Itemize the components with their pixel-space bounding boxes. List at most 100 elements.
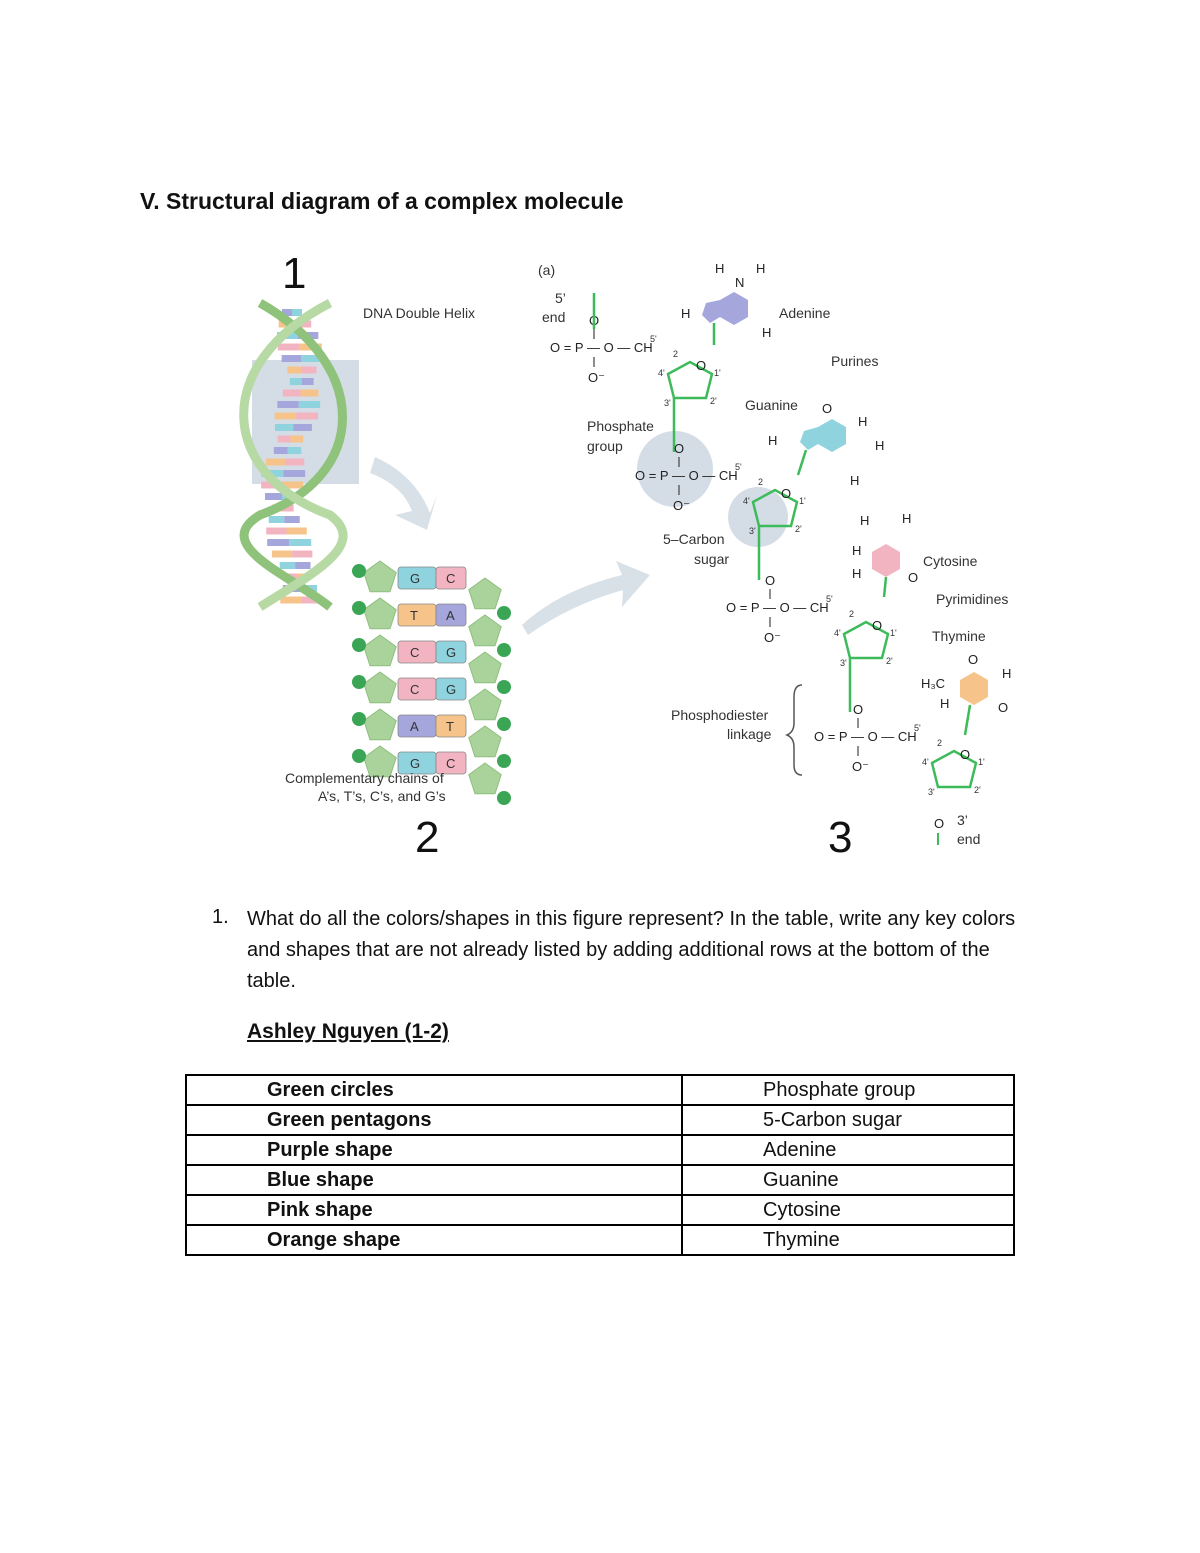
carbon-3-label: 3' bbox=[664, 398, 671, 408]
helix-rung-right bbox=[292, 550, 313, 558]
carbon-sugar-label-1: 5–Carbon bbox=[663, 531, 725, 547]
carbon-4-label: 4' bbox=[743, 496, 750, 506]
helix-rung-left bbox=[274, 424, 294, 431]
helix-rung-right bbox=[301, 355, 322, 362]
phosphate-atom-o-minus: O⁻ bbox=[764, 630, 781, 645]
helix-rung-left bbox=[271, 550, 293, 558]
carbon-3-label: 3' bbox=[840, 658, 847, 668]
sugar-ring bbox=[842, 620, 890, 660]
phosphate-formula: O = P — O — CH bbox=[550, 340, 653, 355]
cytosine-atom-o: O bbox=[908, 570, 918, 585]
shape-cell[interactable]: Purple shape bbox=[185, 1134, 683, 1166]
chains-caption-line-1: Complementary chains of bbox=[285, 770, 444, 786]
sugar-ring-oxygen: O bbox=[696, 358, 706, 373]
helix-rung-left bbox=[280, 596, 302, 604]
phosphate-circle-left bbox=[352, 564, 366, 578]
cytosine-six-ring bbox=[872, 544, 900, 577]
thymine-methyl: H₃C bbox=[921, 676, 945, 691]
shape-cell[interactable]: Green circles bbox=[185, 1074, 683, 1106]
sugar-pentagon-left bbox=[363, 745, 397, 778]
cytosine-atom-h3: H bbox=[852, 543, 861, 558]
table-row: Blue shape Guanine bbox=[185, 1164, 1015, 1196]
table-row: Purple shape Adenine bbox=[185, 1134, 1015, 1166]
helix-rung-right bbox=[282, 481, 304, 489]
meaning-cell[interactable]: 5-Carbon sugar bbox=[681, 1104, 1015, 1136]
guanine-atom-h1: H bbox=[768, 433, 777, 448]
base-letter-left: G bbox=[410, 571, 420, 586]
helix-rung-left bbox=[268, 516, 285, 523]
carbon-1-label: 1' bbox=[799, 496, 806, 506]
base-letter-right: A bbox=[446, 608, 455, 623]
base-letter-right: T bbox=[446, 719, 454, 734]
five-prime-label: 5’ bbox=[555, 290, 566, 306]
base-letter-left: C bbox=[410, 645, 419, 660]
table-row: Orange shape Thymine bbox=[185, 1224, 1015, 1256]
helix-rung-right bbox=[301, 378, 314, 385]
guanine-atom-h3: H bbox=[875, 438, 884, 453]
sugar-pentagon-right bbox=[468, 577, 502, 610]
helix-rung-left bbox=[279, 562, 296, 569]
meaning-cell[interactable]: Guanine bbox=[681, 1164, 1015, 1196]
meaning-cell[interactable]: Phosphate group bbox=[681, 1074, 1015, 1106]
guanine-atom-h4: H bbox=[850, 473, 859, 488]
helix-rung-left bbox=[282, 389, 301, 397]
sugar-pentagon-right bbox=[468, 614, 502, 647]
helix-rung-left bbox=[289, 378, 302, 385]
carbon-5-label: 5' bbox=[735, 462, 742, 472]
meaning-cell[interactable]: Adenine bbox=[681, 1134, 1015, 1166]
meaning-cell[interactable]: Cytosine bbox=[681, 1194, 1015, 1226]
carbon-1-label: 1' bbox=[978, 757, 985, 767]
adenine-five-ring bbox=[702, 300, 720, 323]
helix-rung-left bbox=[277, 401, 299, 408]
shape-cell[interactable]: Blue shape bbox=[185, 1164, 683, 1196]
thymine-label: Thymine bbox=[932, 628, 986, 644]
helix-rung-right bbox=[282, 504, 294, 512]
shape-cell[interactable]: Green pentagons bbox=[185, 1104, 683, 1136]
base-letter-right: G bbox=[446, 682, 456, 697]
shape-cell[interactable]: Orange shape bbox=[185, 1224, 683, 1256]
helix-rung-left bbox=[266, 527, 287, 535]
panel-number-1: 1 bbox=[282, 249, 306, 298]
sugar-pentagon-left bbox=[363, 560, 397, 593]
sugar-ring bbox=[930, 749, 978, 789]
double-helix-label: DNA Double Helix bbox=[363, 305, 475, 321]
phosphate-atom-o-minus: O⁻ bbox=[588, 370, 605, 385]
base-letter-right: G bbox=[446, 645, 456, 660]
helix-strand-a bbox=[239, 299, 347, 611]
thymine-glycosidic-bond bbox=[963, 704, 972, 736]
base-right-block bbox=[435, 751, 467, 775]
shape-cell[interactable]: Pink shape bbox=[185, 1194, 683, 1226]
phosphate-circle-right bbox=[497, 643, 511, 657]
helix-rung-right bbox=[285, 458, 305, 466]
pyrimidines-label: Pyrimidines bbox=[936, 591, 1008, 607]
helix-rung-right bbox=[298, 401, 321, 408]
helix-rung-left bbox=[265, 458, 286, 466]
carbon-5-label: 5' bbox=[914, 723, 921, 733]
sugar-pentagon-right bbox=[468, 688, 502, 721]
guanine-ring: Guanine O H H H H bbox=[745, 397, 884, 488]
guanine-atom-o: O bbox=[822, 401, 832, 416]
cytosine-atom-h1: H bbox=[860, 513, 869, 528]
base-right-block bbox=[435, 566, 467, 590]
meaning-cell[interactable]: Thymine bbox=[681, 1224, 1015, 1256]
carbon-5-label: 5' bbox=[826, 594, 833, 604]
five-prime-end-label: end bbox=[542, 309, 565, 325]
base-letter-left: A bbox=[410, 719, 419, 734]
helix-rung-right bbox=[284, 516, 300, 523]
thymine-atom-o2: O bbox=[998, 700, 1008, 715]
sugar-ring bbox=[751, 488, 799, 528]
adenine-six-ring bbox=[720, 292, 748, 325]
phosphate-circle-right bbox=[497, 680, 511, 694]
guanine-atom-h2: H bbox=[858, 414, 867, 429]
phosphate-highlight-circle bbox=[637, 431, 713, 507]
helix-rung-left bbox=[277, 435, 291, 443]
base-right-block bbox=[435, 640, 467, 664]
panel-1-double-helix: 1 DNA Double Helix bbox=[239, 249, 475, 611]
phosphate-circle-left bbox=[352, 601, 366, 615]
base-right-block bbox=[435, 603, 467, 627]
sugar-ring-oxygen: O bbox=[960, 747, 970, 762]
base-letter-right: C bbox=[446, 756, 455, 771]
phosphate-circle-right bbox=[497, 606, 511, 620]
